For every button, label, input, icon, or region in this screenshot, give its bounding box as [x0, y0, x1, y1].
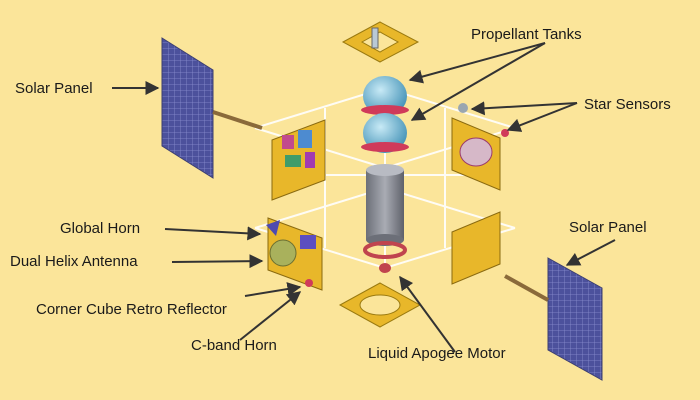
apogee-motor [363, 241, 407, 273]
label-liquid-apogee-motor: Liquid Apogee Motor [368, 345, 506, 362]
antenna-panel [266, 217, 323, 291]
right-lower-panel [451, 211, 501, 285]
label-dual-helix-antenna: Dual Helix Antenna [10, 253, 138, 270]
label-global-horn: Global Horn [60, 220, 140, 237]
label-c-band-horn: C-band Horn [191, 337, 277, 354]
label-solar-panel-left: Solar Panel [15, 80, 93, 97]
right-star-sensor-panel [451, 103, 509, 191]
propellant-tanks [361, 76, 409, 153]
callout-arrows [112, 42, 616, 353]
central-cylinder [366, 164, 404, 246]
solar-panel-right [504, 257, 603, 381]
label-corner-cube-retro-reflector: Corner Cube Retro Reflector [36, 301, 227, 318]
solar-panel-left [161, 37, 263, 179]
label-star-sensors: Star Sensors [584, 96, 671, 113]
top-deck-panel [341, 21, 420, 63]
label-propellant-tanks: Propellant Tanks [471, 26, 582, 43]
bottom-deck-panel [338, 282, 422, 328]
label-solar-panel-right: Solar Panel [569, 219, 647, 236]
left-equipment-panel [271, 119, 326, 201]
